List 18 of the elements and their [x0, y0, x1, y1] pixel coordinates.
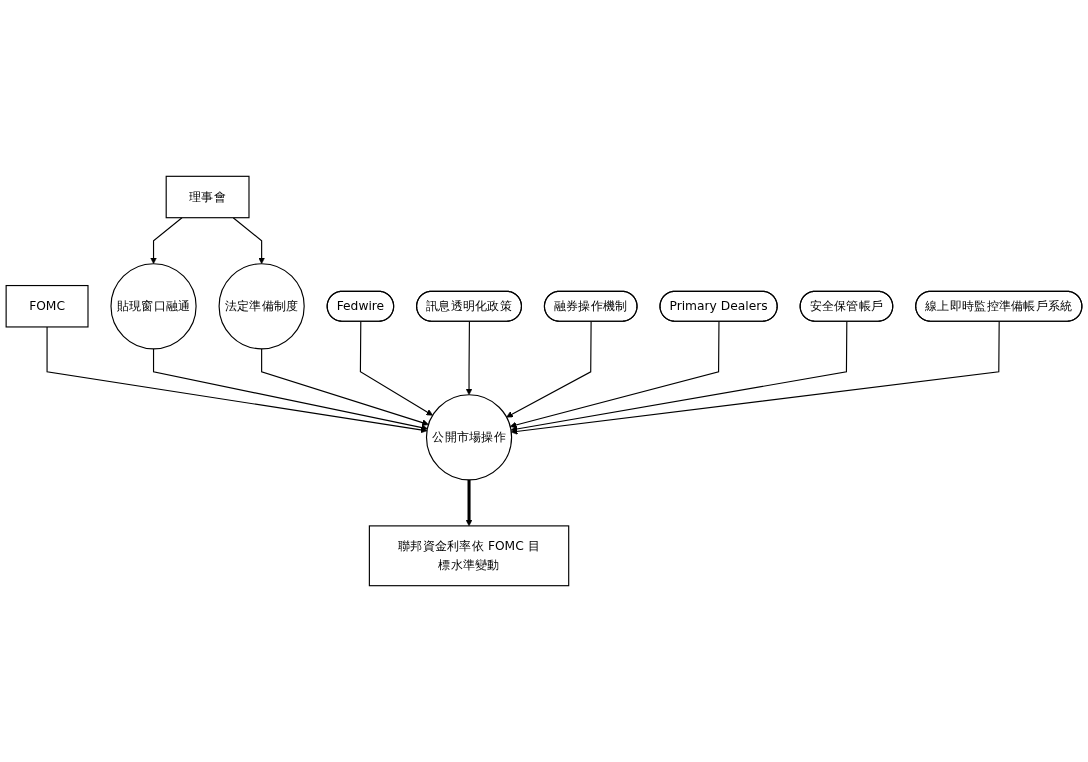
arrow — [509, 321, 720, 429]
node-box: 聯邦資金利率依 FOMC 目標水準變動 — [368, 525, 570, 587]
arrow — [465, 479, 473, 527]
arrow — [510, 321, 848, 433]
arrow — [359, 321, 433, 416]
node-circle: 公開市場操作 — [425, 394, 513, 481]
node-circle: 貼現窗口融通 — [110, 263, 197, 350]
arrow — [46, 326, 428, 434]
arrow — [465, 321, 473, 396]
node-box: FOMC — [5, 284, 89, 328]
arrow — [232, 217, 265, 264]
arrow — [152, 348, 428, 431]
node-box: 理事會 — [165, 175, 250, 219]
arrow — [261, 348, 429, 426]
node-circle: 法定準備制度 — [218, 263, 305, 350]
arrow — [510, 321, 1000, 435]
arrow — [506, 321, 592, 418]
arrow — [150, 217, 183, 264]
